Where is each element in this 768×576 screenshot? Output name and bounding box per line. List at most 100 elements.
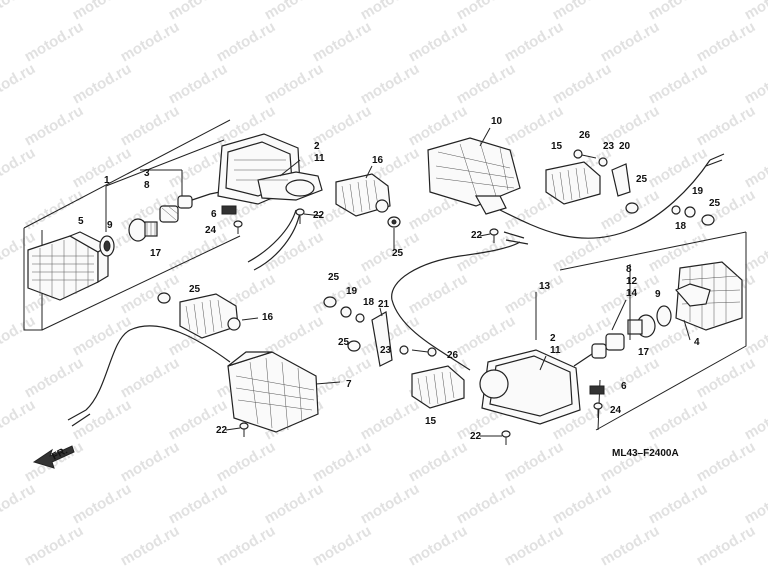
watermark-text: motod.ru: [0, 144, 38, 191]
part-number-label-p6b: 6: [621, 381, 627, 392]
part-number-label-p1: 1: [104, 175, 110, 186]
bolt: [295, 208, 305, 224]
part-number-label-p3: 3: [144, 168, 150, 179]
stay-bracket: [611, 163, 631, 197]
part-number-label-p20: 20: [619, 141, 631, 152]
wire-terminals-rear-left: [67, 409, 91, 427]
part-number-label-p16b: 16: [262, 312, 274, 323]
part-number-label-p9b: 9: [655, 289, 661, 300]
nut-f: [157, 292, 171, 304]
bulb-socket-left: [159, 189, 231, 223]
part-number-label-p4: 4: [694, 337, 700, 348]
part-number-label-p5: 5: [78, 216, 84, 227]
watermark-text: motod.ru: [550, 228, 615, 275]
bolt-b: [489, 228, 499, 243]
stay-bracket-21: [371, 311, 393, 367]
watermark-text: motod.ru: [262, 480, 327, 527]
watermark-text: motod.ru: [166, 0, 231, 23]
part-number-label-p9: 9: [107, 220, 113, 231]
nut-e: [347, 340, 361, 352]
part-number-label-p17b: 17: [638, 347, 650, 358]
leader-lines: [105, 127, 691, 437]
watermark-text: motod.ru: [214, 438, 279, 485]
mounting-rubber-lower-right: [411, 365, 465, 409]
watermark-text: motod.ru: [118, 270, 183, 317]
part-number-label-p25d: 25: [328, 272, 340, 283]
turn-signal-housing-rear-left: [227, 351, 319, 433]
watermark-text: motod.ru: [742, 312, 768, 359]
watermark-text: motod.ru: [646, 0, 711, 23]
mounting-rubber-lower-left: [179, 293, 241, 339]
nut-b: [625, 202, 639, 214]
watermark-text: motod.ru: [358, 228, 423, 275]
part-number-label-p25c: 25: [709, 198, 721, 209]
part-number-label-p25e: 25: [338, 337, 350, 348]
watermark-text: motod.ru: [502, 18, 567, 65]
watermark-text: motod.ru: [598, 354, 663, 401]
turn-signal-housing-left: [217, 133, 323, 205]
part-number-label-p25b: 25: [636, 174, 648, 185]
watermark-text: motod.ru: [70, 396, 135, 443]
watermark-text: motod.ru: [502, 522, 567, 569]
part-number-label-p11b: 11: [550, 345, 561, 356]
part-number-label-p26a: 26: [579, 130, 591, 141]
watermark-text: motod.ru: [454, 312, 519, 359]
nut-d: [323, 296, 337, 308]
watermark-text: motod.ru: [358, 480, 423, 527]
gasket-ring-inner: [103, 240, 111, 252]
nut: [387, 216, 401, 228]
watermark-text: motod.ru: [118, 522, 183, 569]
gasket-ring-b: [656, 305, 672, 327]
watermark-text: motod.ru: [22, 522, 87, 569]
collar: [598, 157, 608, 167]
watermark-text: motod.ru: [118, 102, 183, 149]
watermark-text: motod.ru: [0, 480, 38, 527]
part-number-label-p22b: 22: [471, 230, 483, 241]
washer-b: [355, 313, 365, 323]
mounting-rubber-upper: [335, 173, 391, 217]
watermark-text: motod.ru: [358, 396, 423, 443]
wire-harness-left-b: [253, 211, 301, 271]
watermark-text: motod.ru: [646, 396, 711, 443]
bolt-26b: [411, 347, 437, 357]
watermark-text: motod.ru: [694, 102, 759, 149]
screw: [233, 220, 243, 234]
watermark-text: motod.ru: [0, 60, 38, 107]
watermark-text: motod.ru: [70, 0, 135, 23]
watermark-text: motod.ru: [550, 60, 615, 107]
spring-washer: [684, 206, 696, 218]
part-number-label-p22c: 22: [470, 431, 482, 442]
watermark-text: motod.ru: [0, 396, 38, 443]
bulb-left: [128, 218, 158, 242]
watermark-text: motod.ru: [166, 480, 231, 527]
part-number-label-p19a: 19: [692, 186, 704, 197]
watermark-text: motod.ru: [454, 60, 519, 107]
watermark-text: motod.ru: [262, 0, 327, 23]
part-number-label-p22d: 22: [216, 425, 228, 436]
stay-clip-b: [589, 385, 605, 395]
part-number-label-p26b: 26: [447, 350, 459, 361]
part-number-label-p22a: 22: [313, 210, 325, 221]
washer: [671, 205, 681, 215]
part-number-label-p23b: 23: [380, 345, 392, 356]
watermark-text: motod.ru: [742, 144, 768, 191]
part-number-label-p14: 14: [626, 288, 638, 299]
part-number-label-p15b: 15: [425, 416, 437, 427]
watermark-text: motod.ru: [70, 312, 135, 359]
part-number-label-p17: 17: [150, 248, 162, 259]
turn-signal-housing-rear-right: [427, 137, 521, 215]
watermark-text: motod.ru: [310, 18, 375, 65]
watermark-text: motod.ru: [70, 144, 135, 191]
part-number-label-p8: 8: [144, 180, 150, 191]
watermark-text: motod.ru: [118, 354, 183, 401]
watermark-text: motod.ru: [598, 522, 663, 569]
part-number-label-p18b: 18: [363, 297, 375, 308]
diagram-code: ML43–F2400A: [612, 448, 679, 459]
part-number-label-p25f: 25: [189, 284, 201, 295]
watermark-text: motod.ru: [454, 480, 519, 527]
spring-washer-b: [340, 306, 352, 318]
mounting-rubber-rear-upper: [545, 161, 601, 205]
watermark-text: motod.ru: [646, 60, 711, 107]
